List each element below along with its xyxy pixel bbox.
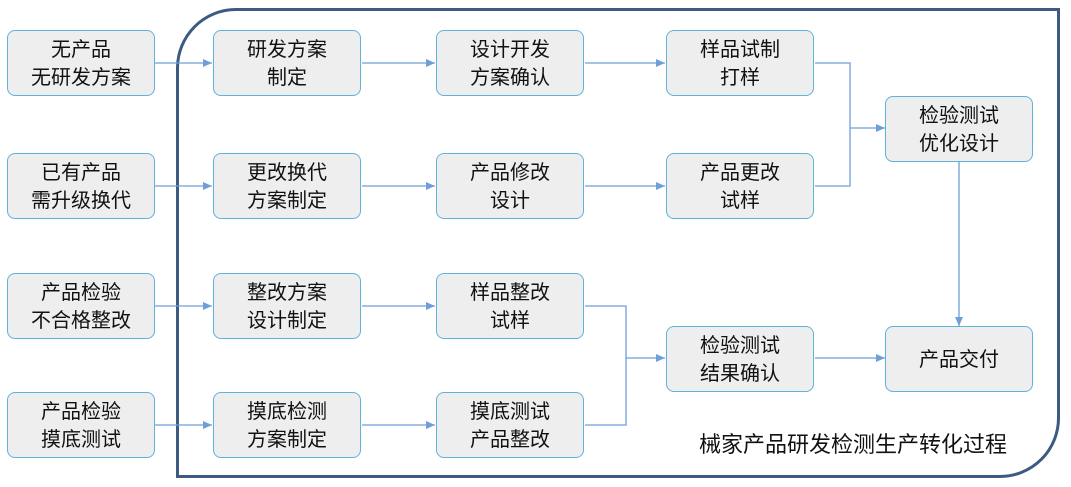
connector-merge: [815, 62, 851, 187]
node-sample-trial: 样品试制 打样: [666, 30, 814, 96]
node-probe-rectify: 摸底测试 产品整改: [436, 392, 584, 458]
node-line: 产品检验: [41, 280, 121, 304]
node-line: 研发方案: [247, 37, 327, 61]
node-line: 样品整改: [470, 280, 550, 304]
node-line: 设计开发: [470, 37, 550, 61]
node-line: 试样: [720, 188, 760, 212]
node-no-product: 无产品 无研发方案: [7, 30, 155, 96]
node-line: 优化设计: [919, 131, 999, 155]
node-line: 方案制定: [247, 427, 327, 451]
node-line: 产品整改: [470, 427, 550, 451]
node-line: 摸底测试: [41, 427, 121, 451]
node-line: 已有产品: [41, 160, 121, 184]
node-line: 检验测试: [919, 103, 999, 127]
node-test-optimize: 检验测试 优化设计: [885, 96, 1033, 162]
node-line: 整改方案: [247, 280, 327, 304]
node-inspection-fail: 产品检验 不合格整改: [7, 273, 155, 339]
node-rd-plan: 研发方案 制定: [213, 30, 361, 96]
node-rectify-plan: 整改方案 设计制定: [213, 273, 361, 339]
node-line: 打样: [720, 65, 760, 89]
diagram-caption: 械家产品研发检测生产转化过程: [698, 433, 1007, 458]
node-inspection-probe: 产品检验 摸底测试: [7, 392, 155, 458]
node-line: 产品修改: [470, 160, 550, 184]
node-line: 不合格整改: [31, 308, 131, 332]
node-line: 产品更改: [700, 160, 780, 184]
node-line: 设计: [490, 188, 530, 212]
process-frame: [176, 8, 1060, 478]
node-line: 设计制定: [247, 308, 327, 332]
node-line: 试样: [490, 308, 530, 332]
node-product-modify: 产品修改 设计: [436, 153, 584, 219]
connector-merge: [585, 305, 627, 426]
node-line: 更改换代: [247, 160, 327, 184]
node-line: 无产品: [51, 37, 111, 61]
node-line: 产品检验: [41, 399, 121, 423]
node-line: 方案确认: [470, 65, 550, 89]
node-line: 摸底测试: [470, 399, 550, 423]
node-line: 无研发方案: [31, 65, 131, 89]
node-line: 摸底检测: [247, 399, 327, 423]
node-line: 制定: [267, 65, 307, 89]
node-test-result: 检验测试 结果确认: [666, 326, 814, 392]
node-probe-plan: 摸底检测 方案制定: [213, 392, 361, 458]
node-sample-rectify: 样品整改 试样: [436, 273, 584, 339]
node-line: 结果确认: [700, 361, 780, 385]
node-line: 产品交付: [919, 347, 999, 371]
node-delivery: 产品交付: [885, 326, 1033, 392]
node-change-plan: 更改换代 方案制定: [213, 153, 361, 219]
node-line: 检验测试: [700, 333, 780, 357]
node-line: 需升级换代: [31, 188, 131, 212]
node-line: 样品试制: [700, 37, 780, 61]
node-existing-product: 已有产品 需升级换代: [7, 153, 155, 219]
node-product-change-sample: 产品更改 试样: [666, 153, 814, 219]
node-line: 方案制定: [247, 188, 327, 212]
node-design-confirm: 设计开发 方案确认: [436, 30, 584, 96]
